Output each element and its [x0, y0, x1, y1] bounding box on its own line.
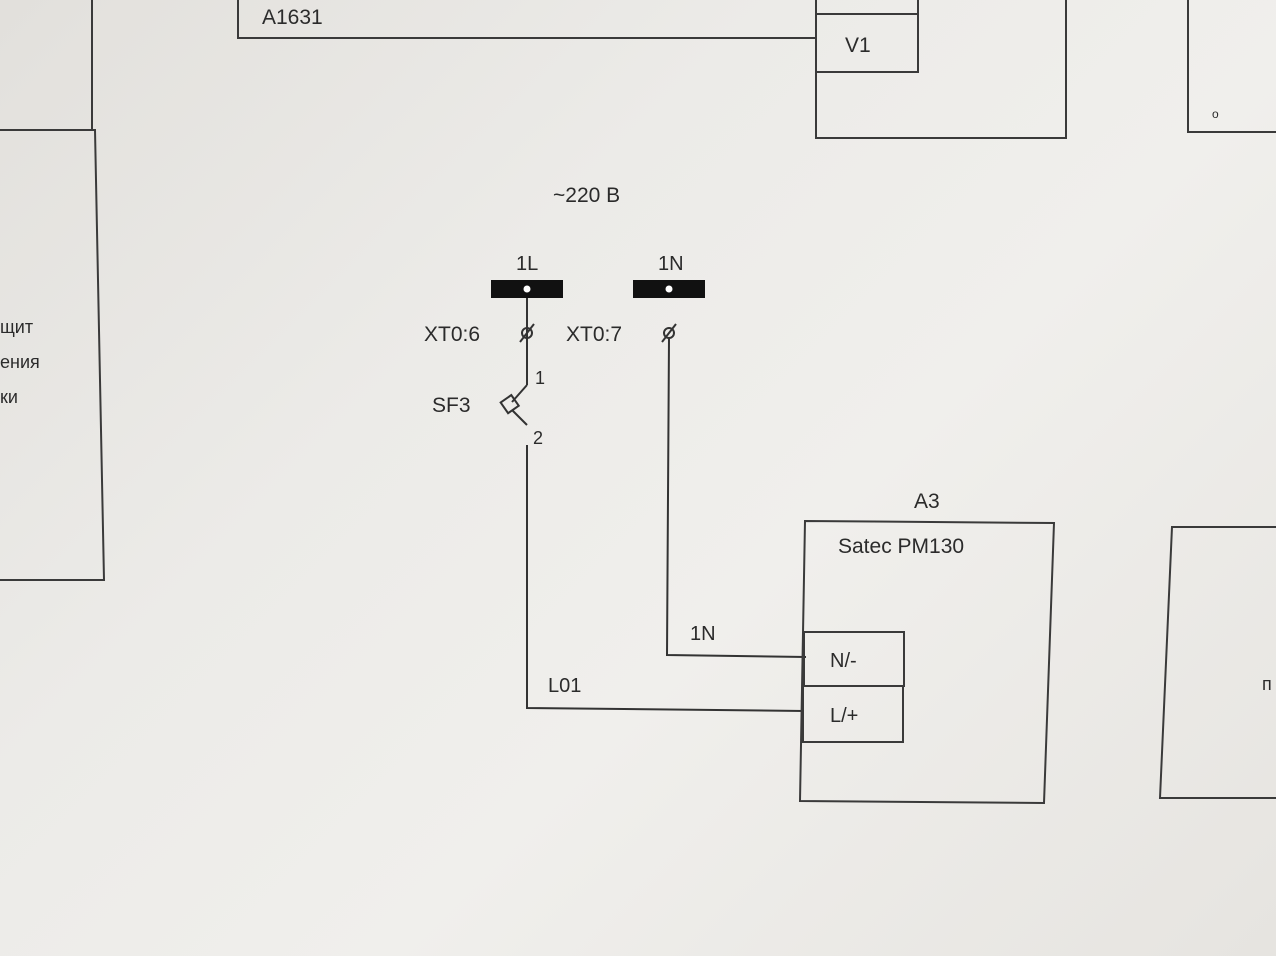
device-frame [798, 519, 1056, 805]
breaker-contact-blade [511, 409, 528, 426]
breaker-ref: SF3 [432, 394, 471, 417]
device-port-l-label: L/+ [830, 705, 858, 727]
terminal-1l-clamp-slash [519, 323, 535, 343]
right-block-frame [1158, 526, 1276, 799]
top-block-frame [237, 0, 817, 39]
device-ref: A3 [914, 490, 940, 513]
top-cell-label: V1 [845, 34, 871, 57]
terminal-1n-ref: XT0:7 [566, 323, 622, 346]
breaker-pin-in: 1 [535, 368, 545, 388]
wire-l01-label: L01 [548, 675, 581, 697]
terminal-1l: 1L XT0:6 [424, 253, 563, 385]
wire-l01 [526, 445, 805, 712]
device-port-n-label: N/- [830, 650, 857, 672]
breaker-sf3: SF3 1 2 [432, 368, 545, 448]
right-fragment: п [1262, 674, 1272, 694]
terminal-1l-ref: XT0:6 [424, 323, 480, 346]
terminal-1n: 1N XT0:7 [566, 253, 705, 346]
wire-1n-label: 1N [690, 623, 716, 645]
device-port-l [802, 685, 904, 743]
faint-mark: о [1212, 107, 1219, 121]
left-block: щит ения ки [0, 0, 106, 581]
top-cell-v1 [815, 13, 919, 73]
breaker-symbol [499, 393, 521, 415]
top-right-frame [815, 0, 1067, 139]
top-cell-upper [815, 0, 919, 15]
terminal-1n-clamp-slash [661, 323, 677, 343]
breaker-pin-out: 2 [533, 428, 543, 448]
right-block: п [1158, 526, 1276, 799]
left-fragment-3: ки [0, 387, 18, 407]
supply-voltage-label: ~220 В [553, 184, 620, 207]
top-right-corner-frame [1187, 0, 1276, 133]
left-fragment-2: ения [0, 352, 40, 372]
top-block-label: A1631 [262, 6, 323, 29]
terminal-1l-dot [523, 285, 531, 293]
left-fragment-1: щит [0, 317, 33, 337]
terminal-1l-clamp [521, 327, 533, 339]
terminal-1l-label: 1L [516, 253, 538, 275]
terminal-1n-label: 1N [658, 253, 684, 275]
device-a3: A3 Satec PM130 N/- L/+ [798, 490, 1056, 805]
wire-1n [665, 337, 807, 658]
top-block: A1631 V1 [237, 0, 1067, 139]
terminal-1n-dot [665, 285, 673, 293]
left-block-frame [0, 129, 106, 581]
device-model: Satec PM130 [838, 535, 964, 558]
